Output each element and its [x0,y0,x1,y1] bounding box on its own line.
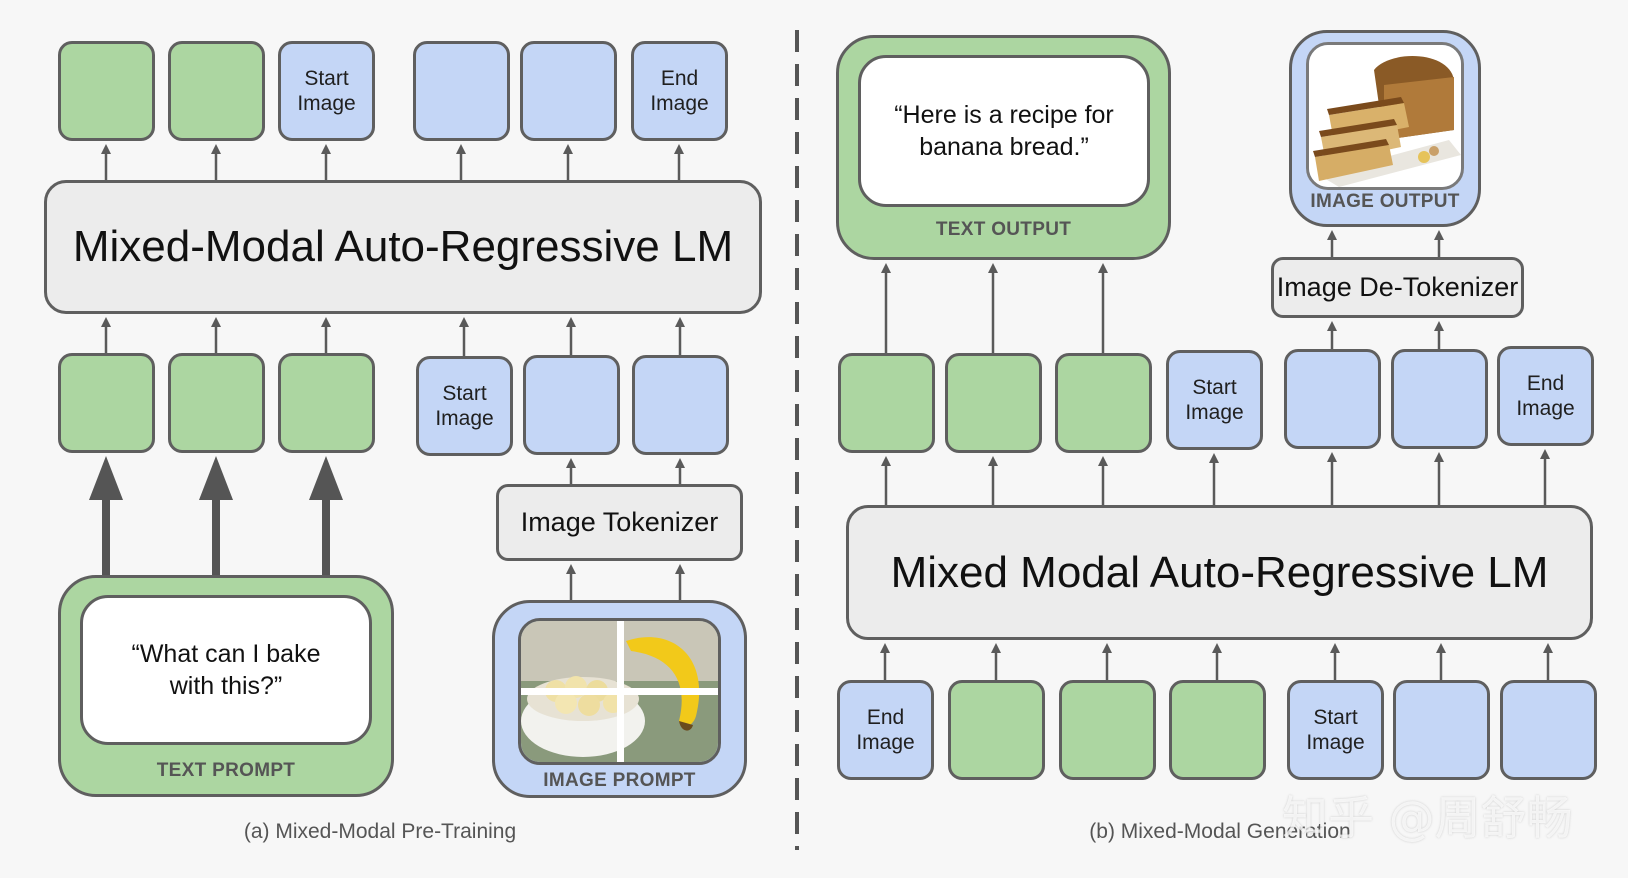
text-output-bubble: “Here is a recipe for banana bread.” [858,55,1150,207]
right-bottom-token-3 [1059,680,1156,780]
right-top-token-1 [838,353,935,453]
left-bottom-token-6 [632,355,729,455]
right-bottom-token-start-image: Start Image [1287,680,1384,780]
thick-connector-arrow [199,456,233,577]
left-top-token-5 [520,41,617,141]
left-bottom-token-3 [278,353,375,453]
left-top-token-end-image: End Image [631,41,728,141]
text-prompt-label: TEXT PROMPT [156,760,296,781]
right-top-token-6 [1391,349,1488,449]
banana-bowl-photo [521,621,718,762]
right-bottom-token-7 [1500,680,1597,780]
right-bottom-token-4 [1169,680,1266,780]
right-lm-box: Mixed Modal Auto-Regressive LM [846,505,1593,640]
text-output-label: TEXT OUTPUT [935,219,1072,240]
left-top-token-start-image: Start Image [278,41,375,141]
right-bottom-token-2 [948,680,1045,780]
image-tokenizer: Image Tokenizer [496,484,743,561]
image-output-panel: IMAGE OUTPUT [1289,30,1481,227]
text-prompt-bubble: “What can I bake with this?” [80,595,372,745]
thick-arrows [89,456,343,577]
text-prompt-panel: “What can I bake with this?” TEXT PROMPT [58,575,394,797]
left-caption: (a) Mixed-Modal Pre-Training [243,820,517,843]
left-bottom-token-2 [168,353,265,453]
watermark: 知乎 @周舒畅 [1282,791,1573,845]
text-output-panel: “Here is a recipe for banana bread.” TEX… [836,35,1171,260]
right-top-token-2 [945,353,1042,453]
right-top-token-start-image: Start Image [1166,350,1263,450]
image-detokenizer: Image De-Tokenizer [1271,257,1524,318]
left-top-token-1 [58,41,155,141]
right-top-token-end-image: End Image [1497,346,1594,446]
image-prompt-frame [518,618,721,765]
right-bottom-token-6 [1393,680,1490,780]
right-top-token-3 [1055,353,1152,453]
left-lm-box: Mixed-Modal Auto-Regressive LM [44,180,762,314]
left-top-token-4 [413,41,510,141]
left-bottom-token-start-image: Start Image [416,356,513,456]
right-caption: (b) Mixed-Modal Generation [1089,820,1351,843]
left-bottom-token-1 [58,353,155,453]
image-output-label: IMAGE OUTPUT [1310,191,1460,212]
thick-connector-arrow [89,456,123,577]
left-top-token-2 [168,41,265,141]
left-bottom-token-5 [523,355,620,455]
right-top-token-5 [1284,349,1381,449]
banana-bread-photo [1309,45,1461,187]
right-bottom-token-end-image: End Image [837,680,934,780]
image-prompt-panel: IMAGE PROMPT [492,600,747,798]
thin-arrows [101,144,1553,680]
image-output-frame [1306,42,1464,190]
thick-connector-arrow [309,456,343,577]
image-prompt-label: IMAGE PROMPT [543,770,696,791]
